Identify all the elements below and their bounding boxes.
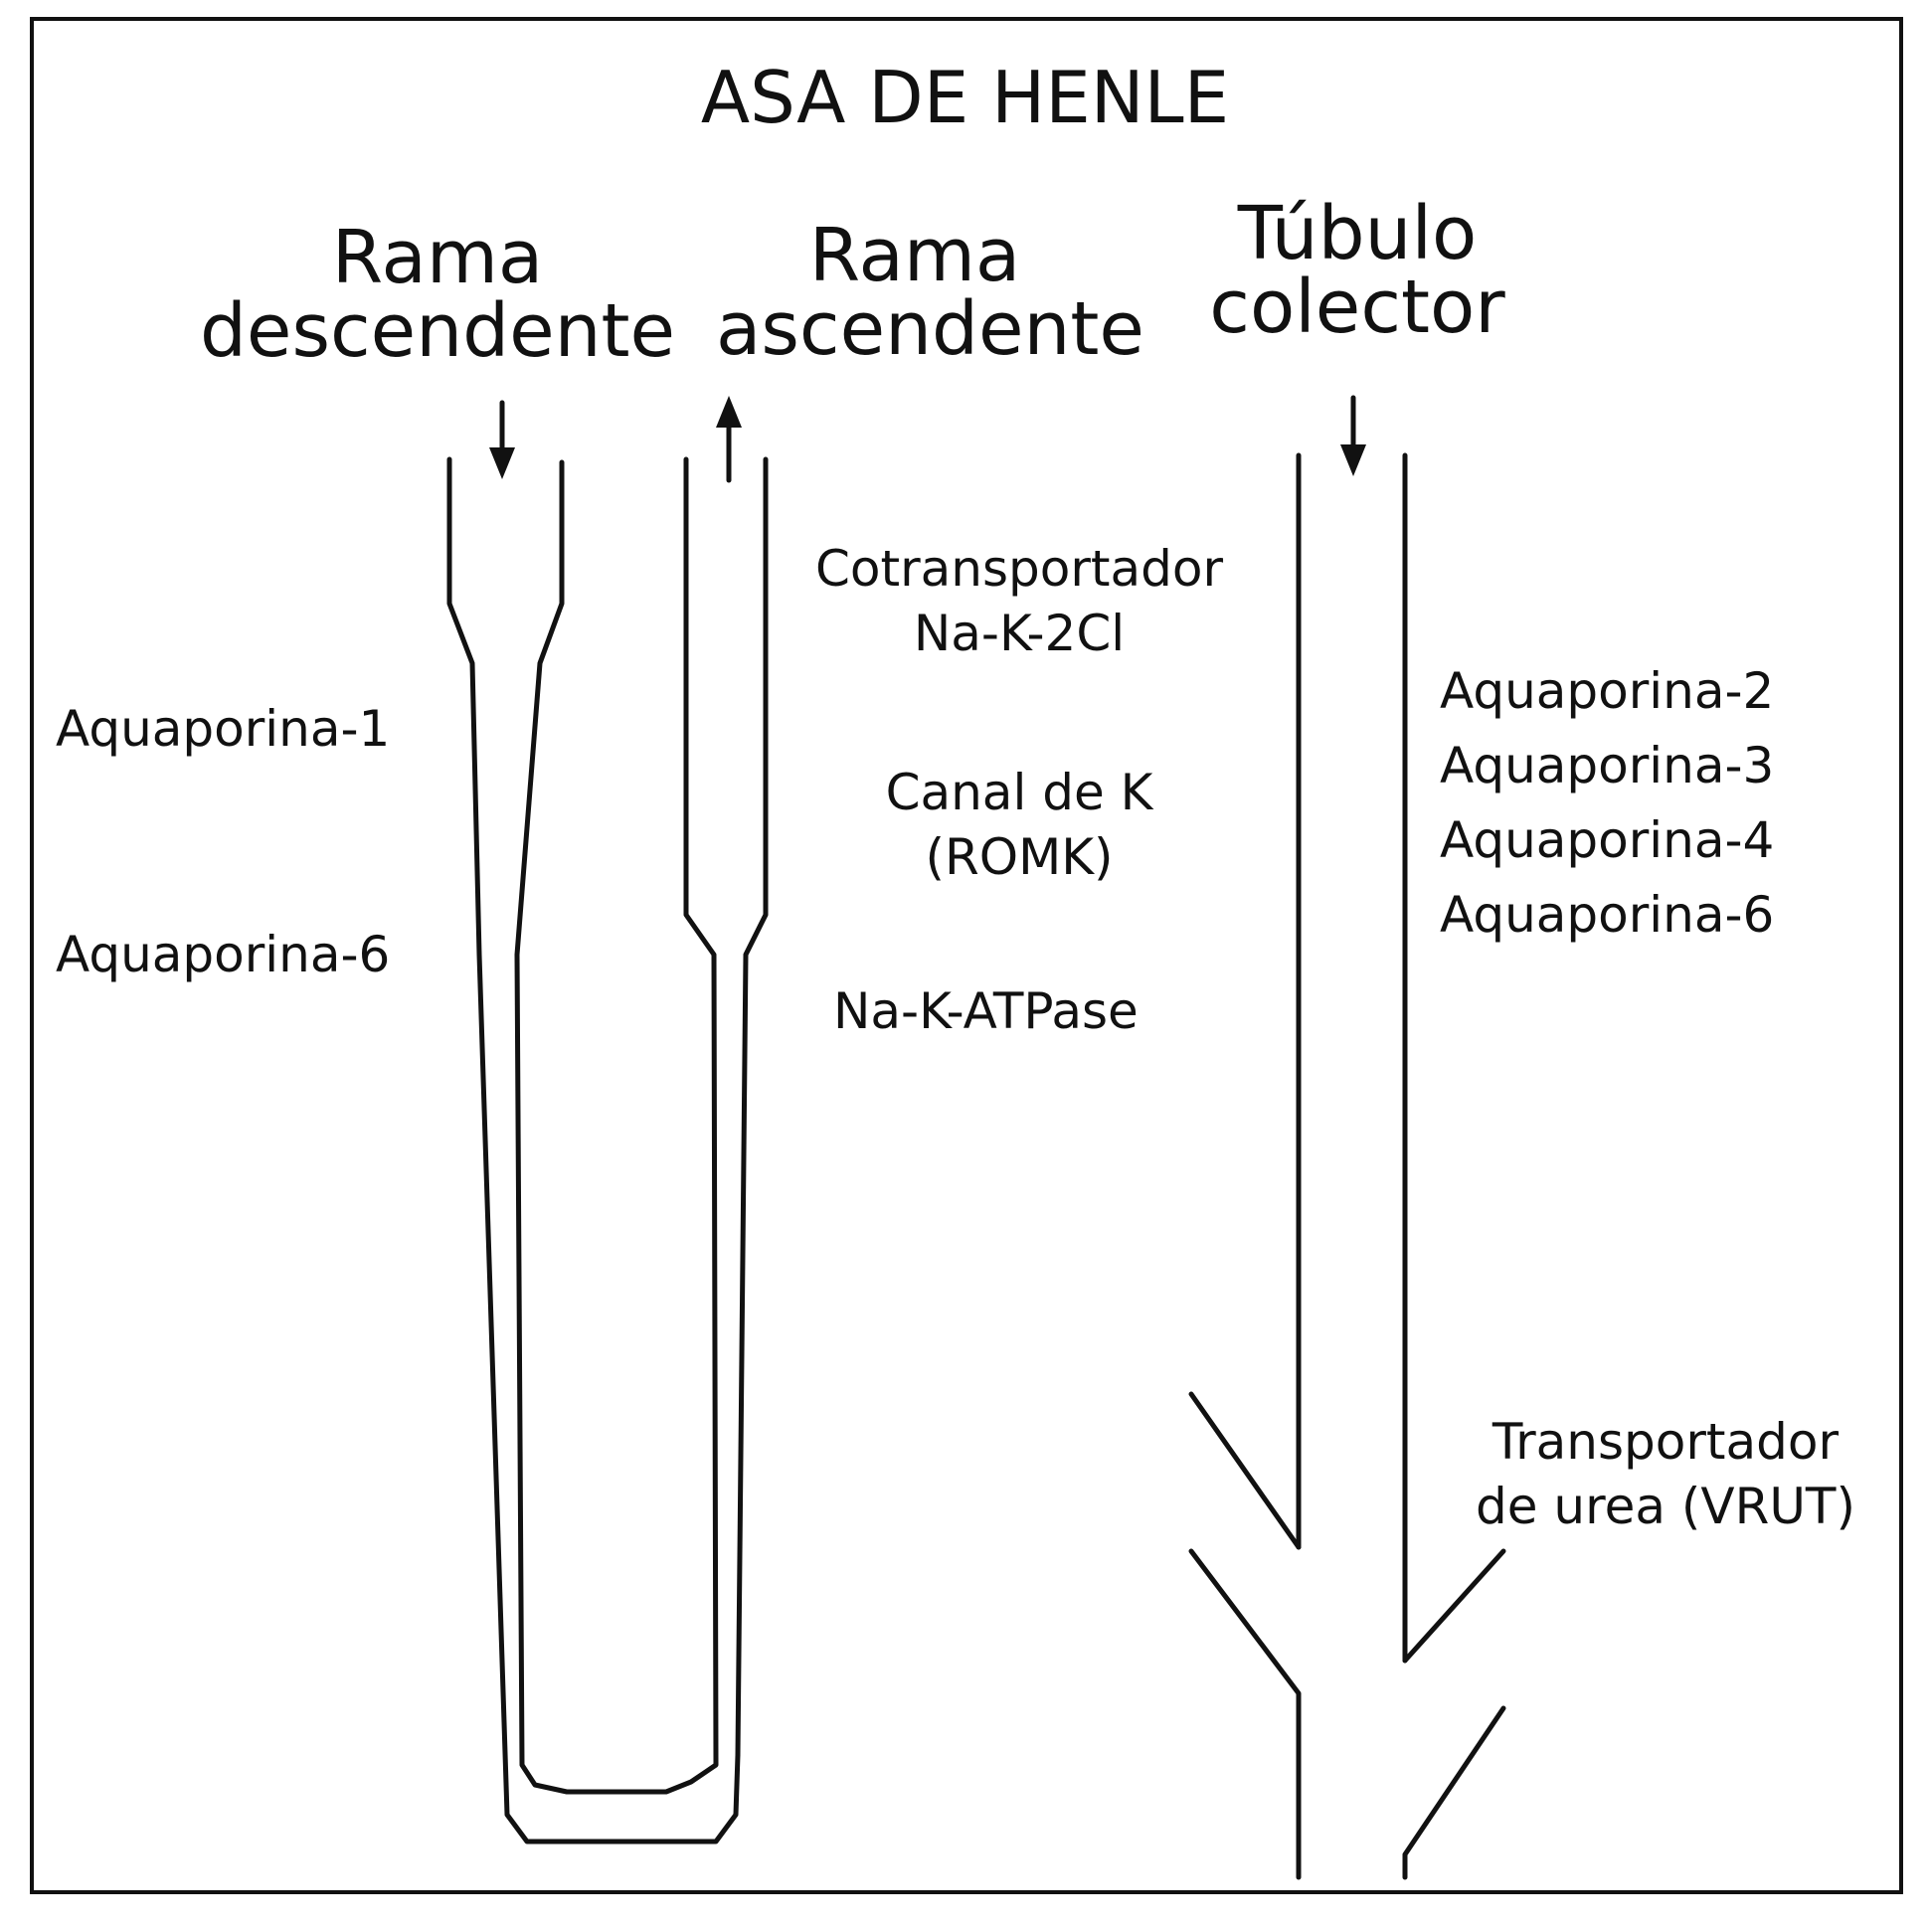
label-aquaporin-1: Aquaporina-1 bbox=[56, 700, 391, 758]
label-aquaporin-6-descending: Aquaporina-6 bbox=[56, 926, 391, 983]
up-arrow-ascending bbox=[716, 396, 742, 483]
branch-lower-right bbox=[1402, 1705, 1506, 1880]
branch-lower-left bbox=[1188, 1548, 1302, 1880]
branch-upper-left bbox=[1188, 1391, 1302, 1550]
branch-upper-right bbox=[1402, 1548, 1506, 1664]
loop-inner-wall bbox=[514, 456, 719, 1795]
header-ascending-limb: Rama ascendente bbox=[716, 213, 1144, 372]
header-descending-limb: Rama descendente bbox=[199, 215, 676, 374]
header-collecting-tubule: Túbulo colector bbox=[1209, 191, 1505, 350]
loop-outer-wall bbox=[446, 456, 769, 1844]
diagram-title: ASA DE HENLE bbox=[700, 56, 1230, 139]
label-collecting-aquaporins: Aquaporina-2 Aquaporina-3 Aquaporina-4 A… bbox=[1440, 662, 1775, 944]
label-cotransporter: Cotransportador Na-K-2Cl bbox=[814, 540, 1224, 662]
label-k-channel: Canal de K (ROMK) bbox=[885, 764, 1153, 886]
label-na-k-atpase: Na-K-ATPase bbox=[833, 982, 1139, 1040]
down-arrow-collecting bbox=[1340, 395, 1366, 476]
down-arrow-descending bbox=[489, 400, 515, 479]
label-urea-transporter: Transportador de urea (VRUT) bbox=[1476, 1413, 1855, 1535]
diagram-frame bbox=[30, 17, 1903, 1894]
